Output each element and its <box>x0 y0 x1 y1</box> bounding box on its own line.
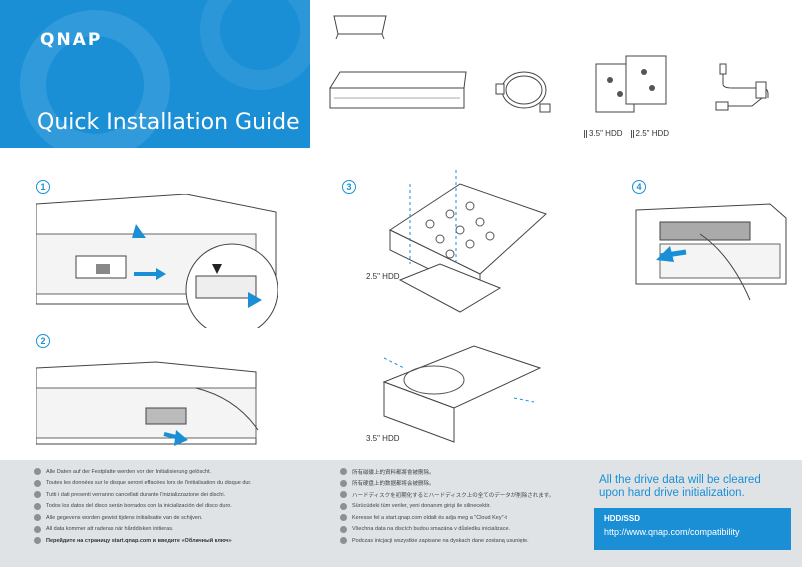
warnings-right-list: 所有磁碟上的資料都將會被刪除。 所有硬盘上的数据都将会被删除。 ハードディスクを… <box>340 466 554 547</box>
warning-hu: Keresse fel a start.qnap.com oldalt és a… <box>340 512 554 524</box>
step-2-illustration <box>36 361 259 446</box>
language-flag-icon <box>340 525 347 533</box>
step-1-illustration <box>36 194 278 328</box>
box-lid-illustration <box>333 15 387 40</box>
warning-cs: Všechna data na discích budou smazána v … <box>340 524 554 536</box>
step-2-badge: 2 <box>36 334 50 348</box>
compatibility-link[interactable]: http://www.qnap.com/compatibility <box>604 527 740 537</box>
language-flag-icon <box>340 502 347 510</box>
ethernet-cable-illustration <box>495 71 551 113</box>
language-flag-icon <box>340 479 347 487</box>
language-flag-icon <box>34 514 41 522</box>
step-3-badge: 3 <box>342 180 356 194</box>
warning-de: Alle Daten auf der Festplatte werden vor… <box>34 466 252 478</box>
brand-logo: QNAP <box>40 30 103 50</box>
hero-banner: QNAP Quick Installation Guide <box>0 0 310 148</box>
compatibility-title: HDD/SSD <box>604 514 641 523</box>
language-flag-icon <box>34 502 41 510</box>
warning-fr: Toutes les données sur le disque seront … <box>34 478 252 490</box>
language-flag-icon <box>340 468 347 476</box>
language-flag-icon <box>340 514 347 522</box>
screw-legend: 3.5" HDD 2.5" HDD <box>584 129 669 138</box>
warning-nl: Alle gegevens worden gewist tijdens init… <box>34 512 252 524</box>
gear-graphic-secondary <box>200 0 310 90</box>
hdd-35-label: 3.5" HDD <box>366 434 400 443</box>
legend-hdd25: 2.5" HDD <box>635 129 670 138</box>
warning-ja: ハードディスクを初期化するとハードディスク上の全てのデータが削除されます。 <box>340 489 554 501</box>
data-cleared-notice: All the drive data will be cleared upon … <box>599 474 761 499</box>
warning-it: Tutti i dati presenti verranno cancellat… <box>34 489 252 501</box>
nas-unit-illustration <box>329 71 467 109</box>
screws-packet-illustration <box>595 55 667 113</box>
language-flag-icon <box>34 491 41 499</box>
language-flag-icon <box>340 537 347 545</box>
warning-pl: Podczas inicjacji wszystkie zapisane na … <box>340 535 554 547</box>
hdd-25-label: 2.5" HDD <box>366 272 400 281</box>
step-3-tray-25-illustration <box>388 170 547 313</box>
warnings-left-list: Alle Daten auf der Festplatte werden vor… <box>34 466 252 547</box>
warning-es: Todos los datos del disco serán borrados… <box>34 501 252 513</box>
warning-zh-cn: 所有硬盘上的数据都将会被删除。 <box>340 478 554 490</box>
screw-icon <box>630 129 634 138</box>
warning-zh-tw: 所有磁碟上的資料都將會被刪除。 <box>340 466 554 478</box>
warning-sv: All data kommer att raderas när hårddisk… <box>34 524 252 536</box>
language-flag-icon <box>34 468 41 476</box>
language-flag-icon <box>340 491 347 499</box>
screw-icon <box>584 129 587 138</box>
guide-title: Quick Installation Guide <box>37 110 300 135</box>
step-1-badge: 1 <box>36 180 50 194</box>
step-4-illustration <box>635 203 787 301</box>
step-3-tray-35-illustration <box>382 345 542 443</box>
legend-hdd35: 3.5" HDD <box>589 129 623 138</box>
compatibility-box: HDD/SSD http://www.qnap.com/compatibilit… <box>594 508 791 550</box>
power-cord-illustration <box>715 63 769 111</box>
step-4-badge: 4 <box>632 180 646 194</box>
warning-tr: Sürücüdeki tüm veriler, yeni donanım gir… <box>340 501 554 513</box>
language-flag-icon <box>34 479 41 487</box>
warning-ru: Перейдите на страницу start.qnap.com и в… <box>34 535 252 547</box>
language-flag-icon <box>34 525 41 533</box>
language-flag-icon <box>34 537 41 545</box>
